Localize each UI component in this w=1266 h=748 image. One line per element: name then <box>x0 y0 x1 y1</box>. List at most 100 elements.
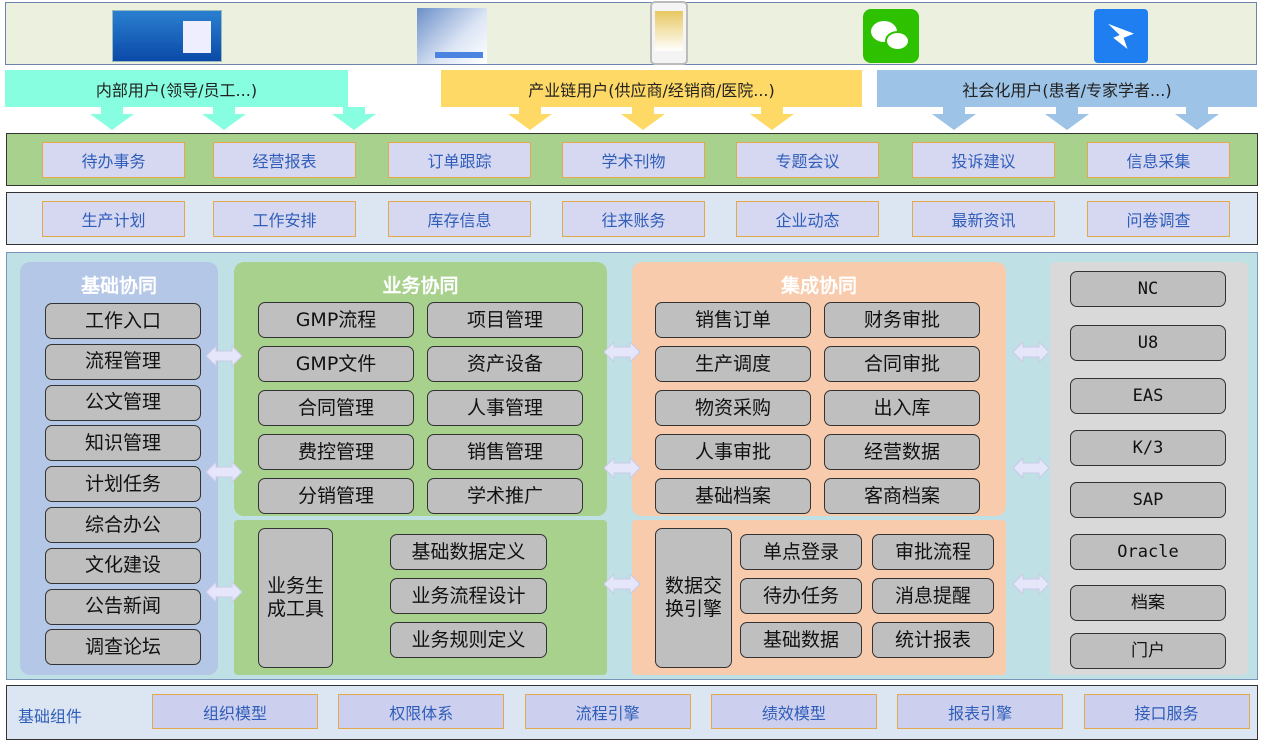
double-arrow-icon <box>1012 572 1050 596</box>
double-arrow-icon <box>603 456 641 480</box>
integration-module-item[interactable]: 销售订单 <box>655 302 811 338</box>
panel-title: 业务协同 <box>382 275 459 297</box>
basic-module-item[interactable]: 公文管理 <box>45 384 201 421</box>
integration-module-item[interactable]: 基础档案 <box>655 478 811 514</box>
down-arrow-icon <box>508 114 552 130</box>
user-band: 产业链用户(供应商/经销商/医院...) <box>441 70 862 107</box>
integration-collaboration-panel: 集成协同 销售订单财务审批生产调度合同审批物资采购出入库人事审批经营数据基础档案… <box>632 262 1006 516</box>
wechat-icon <box>863 9 919 63</box>
row2-item-button[interactable]: 企业动态 <box>736 201 879 237</box>
basic-module-item[interactable]: 调查论坛 <box>45 629 201 666</box>
base-component-button[interactable]: 接口服务 <box>1083 694 1250 729</box>
business-module-item[interactable]: 学术推广 <box>427 478 583 514</box>
basic-module-item[interactable]: 文化建设 <box>45 547 201 584</box>
down-arrow-icon <box>1056 107 1078 115</box>
down-arrow-icon <box>632 107 654 115</box>
integration-module-item[interactable]: 生产调度 <box>655 346 811 382</box>
business-module-item[interactable]: 合同管理 <box>258 390 414 426</box>
external-system-item[interactable]: Oracle <box>1070 534 1226 570</box>
base-component-button[interactable]: 绩效模型 <box>710 694 877 729</box>
data-exchange-subitem[interactable]: 消息提醒 <box>872 578 994 614</box>
down-arrow-icon <box>750 114 794 130</box>
business-module-item[interactable]: GMP流程 <box>258 302 414 338</box>
base-component-button[interactable]: 组织模型 <box>152 694 318 729</box>
business-module-item[interactable]: 费控管理 <box>258 434 414 470</box>
row1-item-button[interactable]: 投诉建议 <box>912 142 1055 178</box>
row2-item-button[interactable]: 往来账务 <box>562 201 705 237</box>
integration-module-item[interactable]: 物资采购 <box>655 390 811 426</box>
business-module-item[interactable]: 资产设备 <box>427 346 583 382</box>
business-tool-subitem[interactable]: 业务规则定义 <box>390 622 547 658</box>
user-band: 社会化用户(患者/专家学者...) <box>877 70 1257 107</box>
integration-module-item[interactable]: 经营数据 <box>824 434 980 470</box>
data-exchange-subitem[interactable]: 审批流程 <box>872 534 994 570</box>
base-component-button[interactable]: 报表引擎 <box>897 694 1064 729</box>
row1-item-button[interactable]: 经营报表 <box>213 142 356 178</box>
base-component-button[interactable]: 权限体系 <box>338 694 505 729</box>
business-tool-subitem[interactable]: 基础数据定义 <box>390 534 547 570</box>
business-module-item[interactable]: 人事管理 <box>427 390 583 426</box>
integration-module-item[interactable]: 人事审批 <box>655 434 811 470</box>
external-system-item[interactable]: EAS <box>1070 378 1226 414</box>
row1-item-button[interactable]: 订单跟踪 <box>388 142 531 178</box>
desktop-login-screenshot-icon <box>112 10 222 62</box>
dingtalk-icon <box>1094 9 1148 63</box>
business-tool-item[interactable]: 业务生成工具 <box>258 528 333 668</box>
row1-item-button[interactable]: 待办事务 <box>42 142 185 178</box>
row2-item-button[interactable]: 工作安排 <box>213 201 356 237</box>
external-system-item[interactable]: 档案 <box>1070 585 1226 621</box>
business-collaboration-panel: 业务协同 GMP流程项目管理 GMP文件资产设备合同管理人事管理费控管理销售管理分… <box>234 262 607 516</box>
integration-module-item[interactable]: 客商档案 <box>824 478 980 514</box>
basic-module-item[interactable]: 综合办公 <box>45 507 201 543</box>
business-tool-panel: 业务生成工具 基础数据定义业务流程设计业务规则定义 <box>234 520 607 675</box>
business-module-item[interactable]: 销售管理 <box>427 434 583 470</box>
row2-item-button[interactable]: 库存信息 <box>388 201 531 237</box>
row2-item-button[interactable]: 最新资讯 <box>912 201 1055 237</box>
external-system-item[interactable]: U8 <box>1070 325 1226 361</box>
basic-module-item[interactable]: 知识管理 <box>45 425 201 462</box>
double-arrow-icon <box>603 340 641 364</box>
integration-module-item[interactable]: 合同审批 <box>824 346 980 382</box>
external-system-item[interactable]: K/3 <box>1070 430 1226 466</box>
business-module-item[interactable]: 分销管理 <box>258 478 414 514</box>
data-exchange-subitem[interactable]: 单点登录 <box>740 534 862 570</box>
data-exchange-panel: 数据交换引擎单点登录审批流程待办任务消息提醒基础数据统计报表 <box>632 520 1006 675</box>
integration-module-item[interactable]: 财务审批 <box>824 302 980 338</box>
row2-item-button[interactable]: 问卷调查 <box>1087 201 1230 237</box>
row2-item-button[interactable]: 生产计划 <box>42 201 185 237</box>
business-tool-subitem[interactable]: 业务流程设计 <box>390 578 547 614</box>
down-arrow-icon <box>1045 114 1089 130</box>
external-system-item[interactable]: 门户 <box>1070 633 1226 669</box>
external-system-item[interactable]: NC <box>1070 271 1226 307</box>
data-exchange-subitem[interactable]: 基础数据 <box>740 622 862 658</box>
row1-item-button[interactable]: 学术刊物 <box>562 142 705 178</box>
basic-module-item[interactable]: 计划任务 <box>45 466 201 503</box>
business-module-item[interactable]: GMP文件 <box>258 346 414 382</box>
basic-module-item[interactable]: 公告新闻 <box>45 588 201 625</box>
integration-module-item[interactable]: 出入库 <box>824 390 980 426</box>
down-arrow-icon <box>761 107 783 115</box>
double-arrow-icon <box>205 344 243 368</box>
down-arrow-icon <box>1175 114 1219 130</box>
business-module-item[interactable]: 项目管理 <box>427 302 583 338</box>
double-arrow-icon <box>1012 456 1050 480</box>
data-exchange-subitem[interactable]: 待办任务 <box>740 578 862 614</box>
basic-module-item[interactable]: 流程管理 <box>45 343 201 380</box>
base-components-label: 基础组件 <box>18 707 83 726</box>
basic-collaboration-panel: 基础协同 工作入口流程管理公文管理知识管理计划任务综合办公文化建设公告新闻调查论… <box>20 262 218 675</box>
panel-title: 集成协同 <box>780 275 857 297</box>
user-band: 内部用户(领导/员工...) <box>5 70 348 107</box>
collaboration-platform: 基础协同 工作入口流程管理公文管理知识管理计划任务综合办公文化建设公告新闻调查论… <box>6 252 1258 680</box>
base-components-row: 基础组件 组织模型权限体系流程引擎绩效模型报表引擎接口服务 <box>6 685 1258 740</box>
base-component-button[interactable]: 流程引擎 <box>524 694 691 729</box>
down-arrow-icon <box>343 107 365 115</box>
basic-module-item[interactable]: 工作入口 <box>45 303 201 339</box>
row1-item-button[interactable]: 信息采集 <box>1087 142 1230 178</box>
external-system-item[interactable]: SAP <box>1070 482 1226 518</box>
data-exchange-engine-item[interactable]: 数据交换引擎 <box>655 528 732 668</box>
down-arrow-icon <box>213 107 235 115</box>
mobile-portal-row: 待办事务经营报表订单跟踪学术刊物专题会议投诉建议信息采集 <box>6 133 1258 186</box>
row1-item-button[interactable]: 专题会议 <box>736 142 879 178</box>
data-exchange-subitem[interactable]: 统计报表 <box>872 622 994 658</box>
